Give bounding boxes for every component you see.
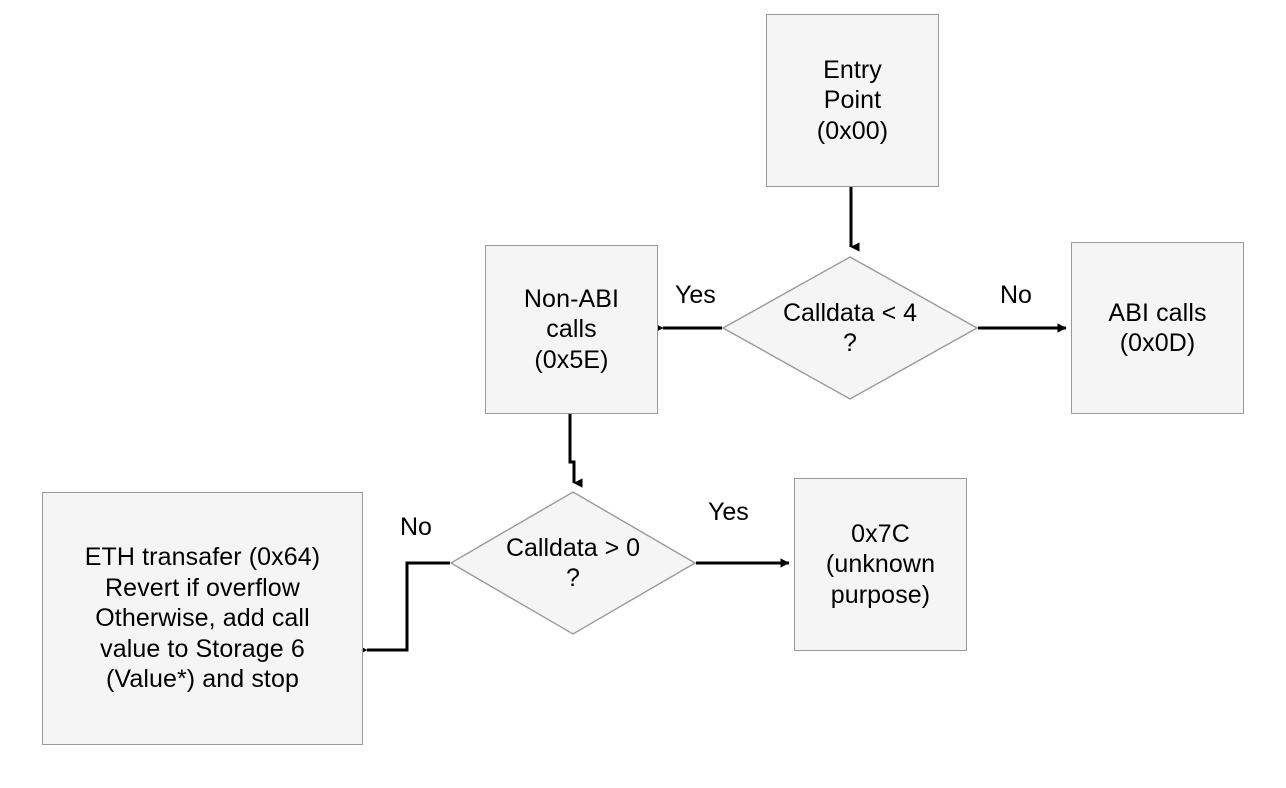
edge-label-calldata-lt-4-no: No bbox=[1000, 283, 1032, 308]
node-unknown-purpose[interactable]: 0x7C (unknown purpose) bbox=[794, 478, 967, 651]
diamond-shape bbox=[722, 256, 978, 400]
edge-label-calldata-gt-0-yes: Yes bbox=[708, 500, 749, 525]
node-eth-transfer-label: ETH transafer (0x64) Revert if overflow … bbox=[84, 543, 321, 694]
diamond-shape bbox=[450, 491, 696, 635]
edge-label-text: Yes bbox=[675, 281, 716, 309]
node-abi-calls[interactable]: ABI calls (0x0D) bbox=[1071, 242, 1244, 414]
edge-label-calldata-gt-0-no: No bbox=[400, 515, 432, 540]
edge-label-text: Yes bbox=[708, 498, 749, 526]
edge-non-abi-to-calldata-gt-0 bbox=[568, 414, 583, 488]
edge-calldata-gt-0-no bbox=[358, 561, 450, 655]
node-calldata-lt-4[interactable]: Calldata < 4 ? bbox=[722, 256, 978, 400]
node-abi-calls-label: ABI calls (0x0D) bbox=[1108, 298, 1207, 358]
node-unknown-purpose-label: 0x7C (unknown purpose) bbox=[825, 519, 936, 609]
node-non-abi-calls[interactable]: Non-ABI calls (0x5E) bbox=[485, 245, 658, 414]
node-entry-point-label: Entry Point (0x00) bbox=[816, 55, 889, 145]
node-calldata-gt-0-label: Calldata > 0 ? bbox=[505, 533, 641, 593]
node-calldata-lt-4-label: Calldata < 4 ? bbox=[782, 298, 918, 358]
edge-label-text: No bbox=[400, 513, 432, 541]
edge-label-text: No bbox=[1000, 281, 1032, 309]
edge-label-calldata-lt-4-yes: Yes bbox=[675, 283, 716, 308]
node-non-abi-calls-label: Non-ABI calls (0x5E) bbox=[523, 284, 620, 374]
node-eth-transfer[interactable]: ETH transafer (0x64) Revert if overflow … bbox=[42, 492, 363, 745]
node-calldata-gt-0[interactable]: Calldata > 0 ? bbox=[450, 491, 696, 635]
node-entry-point[interactable]: Entry Point (0x00) bbox=[766, 14, 939, 187]
